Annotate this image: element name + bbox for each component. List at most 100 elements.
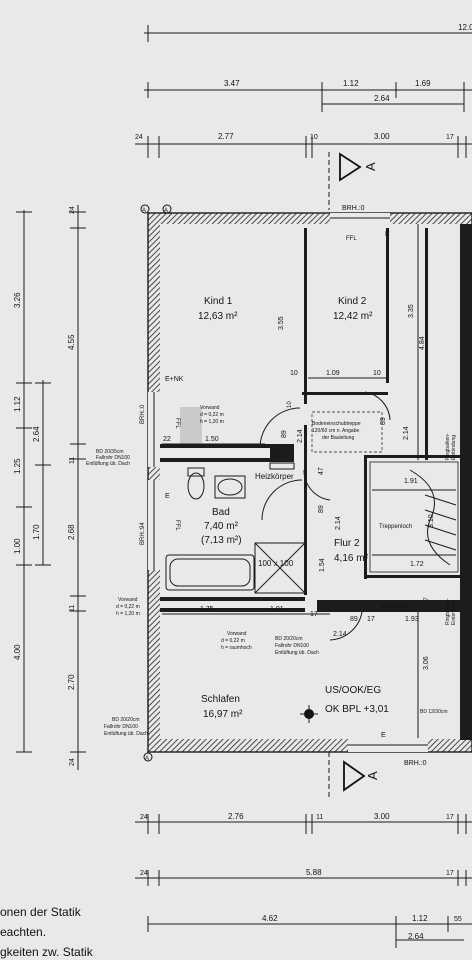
ok-bpl-label: OK BPL +3,01 (325, 704, 389, 715)
dim-top-row2-e: 17 (446, 134, 454, 141)
vorwand-c-1: Vorwand (227, 631, 247, 637)
room-name-flur: Flur 2 (334, 538, 360, 549)
dim-17a: 17 (310, 611, 318, 618)
dim-10c: 10 (272, 451, 279, 459)
dim-10d: 10 (287, 401, 293, 408)
dim-bot-row1-a: 24 (140, 814, 148, 821)
dim-top-row1-c: 1.69 (415, 79, 431, 88)
room-area2-bad: (7,13 m²) (201, 535, 242, 546)
dim-17b: 17 (367, 616, 375, 623)
room-name-kind2: Kind 2 (338, 296, 367, 307)
bd-12-label: BD 12/30cm (420, 709, 448, 715)
inner-dimensions: 1.09 10 10 2.14 89 89 2.14 1.50 22 10 47… (162, 224, 435, 738)
bd-a-3: Entlüftung üb. Dach (86, 461, 130, 467)
staircase (369, 461, 459, 573)
dim-bot-row3-c: 55 (454, 916, 462, 923)
dim-89c: 89 (318, 505, 325, 513)
dim-3-06: 3.06 (423, 656, 430, 670)
us-label: US/OOK/EG (325, 685, 381, 696)
dim-bot-row2-c: 17 (446, 870, 454, 877)
note-line-3: gkeiten zw. Statik (0, 945, 93, 959)
dim-inner-top: 24 (69, 206, 76, 214)
brh-left1-label: BRH.:0 (140, 404, 146, 424)
door-swings (259, 391, 391, 641)
dim-3-10: 3.10 (428, 514, 435, 528)
dim-2-14c: 2.14 (335, 516, 342, 530)
ffl-label-1: FFL (346, 236, 357, 242)
dim-left-c: 1.25 (13, 458, 22, 474)
room-dim-kind1: 3.55 (278, 316, 285, 330)
bd-a-1: BD 20/35cm (96, 449, 124, 455)
dim-left-d: 1.00 (13, 538, 22, 554)
bd-c-3: Entlüftung üb. Dach (104, 731, 148, 737)
dim-left-b: 1.12 (13, 396, 22, 412)
room-area-flur: 4,16 m² (334, 553, 369, 564)
dim-22: 22 (163, 436, 171, 443)
dim-89d: 89 (350, 616, 358, 623)
dim-left-e: 4.00 (13, 644, 22, 660)
dim-top-overall: 12.0 (458, 23, 472, 32)
axis-markers: A A A (140, 204, 172, 762)
dim-2-14a: 2.14 (297, 429, 304, 443)
vorwand-a-3: h = 1,20 m (200, 419, 224, 425)
dim-top-row1-sub: 2.64 (374, 94, 390, 103)
room-area-kind2: 12,42 m² (333, 311, 373, 322)
room-name-schlafen: Schlafen (201, 694, 240, 705)
dim-inner-e: 2.70 (67, 674, 76, 690)
room-area-kind1: 12,63 m² (198, 311, 238, 322)
dim-top-row2-d: 3.00 (374, 132, 390, 141)
axis-a3: A (145, 756, 149, 762)
dim-89b: 89 (380, 417, 387, 425)
bathroom-fixtures (165, 462, 306, 594)
bd-a-2: Fallrohr DN100 (96, 455, 130, 461)
section-label-bottom: A (365, 771, 380, 780)
room-area-bad: 7,40 m² (204, 521, 239, 532)
bd-40-label: BD 40/12cm (381, 604, 409, 610)
dim-2-14d: 2.14 (333, 631, 347, 638)
left-dimension-chains: 3.26 1.12 1.25 1.00 4.00 2.64 1.70 24 4.… (13, 205, 86, 770)
dim-17c: 17 (424, 597, 430, 604)
dim-mid-a: 2.64 (32, 426, 41, 442)
top-dimension-chains: 12.0 3.47 1.12 1.69 2.64 24 2.77 10 3.00… (135, 23, 472, 158)
vorwand-c-2: d = 0,22 m (221, 638, 245, 644)
dim-top-row1-a: 3.47 (224, 79, 240, 88)
bd-c-2: Fallrohr DN100 (104, 724, 138, 730)
enk-label: E+NK (165, 376, 184, 383)
dim-47: 47 (318, 467, 325, 475)
dim-bot-row1-e: 17 (446, 814, 454, 821)
dim-inner-a: 4.55 (67, 334, 76, 350)
e-label-2: E (165, 493, 170, 500)
dim-1-72: 1.72 (410, 561, 424, 568)
e-label-3: E (381, 732, 386, 739)
dim-left-a: 3.26 (13, 292, 22, 308)
level-reference-symbol (300, 705, 318, 723)
dim-10b: 10 (373, 370, 381, 377)
dim-10a: 10 (290, 370, 298, 377)
dim-bot-row2-b: 5.88 (306, 868, 322, 877)
attic-stair-line1: Bodeneinschubtreppe (312, 421, 361, 427)
dim-mid-b: 1.70 (32, 524, 41, 540)
dim-inner-d: 11 (69, 605, 76, 612)
dim-1-09: 1.09 (326, 370, 340, 377)
dim-inner-bottom: 24 (69, 758, 76, 766)
section-marker-top: A (328, 152, 378, 210)
vorwand-a-2: d = 0,22 m (200, 412, 224, 418)
dim-bot-row1-d: 3.00 (374, 812, 390, 821)
note-line-1: onen der Statik (0, 905, 81, 919)
note-line-2: eachten. (0, 925, 47, 939)
bd-b-3: Entlüftung üb. Dach (275, 650, 319, 656)
vorwand-c-3: h = raumhoch (221, 645, 252, 651)
section-marker-bottom: A (328, 752, 380, 800)
dim-4-84: 4.84 (419, 336, 426, 350)
ringbalken1-line2: Einbindung (451, 435, 457, 460)
vorwand-a-1: Vorwand (200, 405, 220, 411)
dim-1-01: 1.01 (270, 606, 284, 613)
bd-b-2: Fallrohr DN100 (275, 643, 309, 649)
vorwand-b-1: Vorwand (118, 597, 138, 603)
dim-inner-b: 11 (69, 457, 76, 464)
ringbalken1-line1: Ringbalken- (445, 433, 451, 460)
attic-hatch (311, 411, 383, 453)
dim-bot-row1-c: 11 (316, 814, 323, 821)
dim-1-91: 1.91 (404, 478, 418, 485)
dim-2-14b: 2.14 (403, 426, 410, 440)
